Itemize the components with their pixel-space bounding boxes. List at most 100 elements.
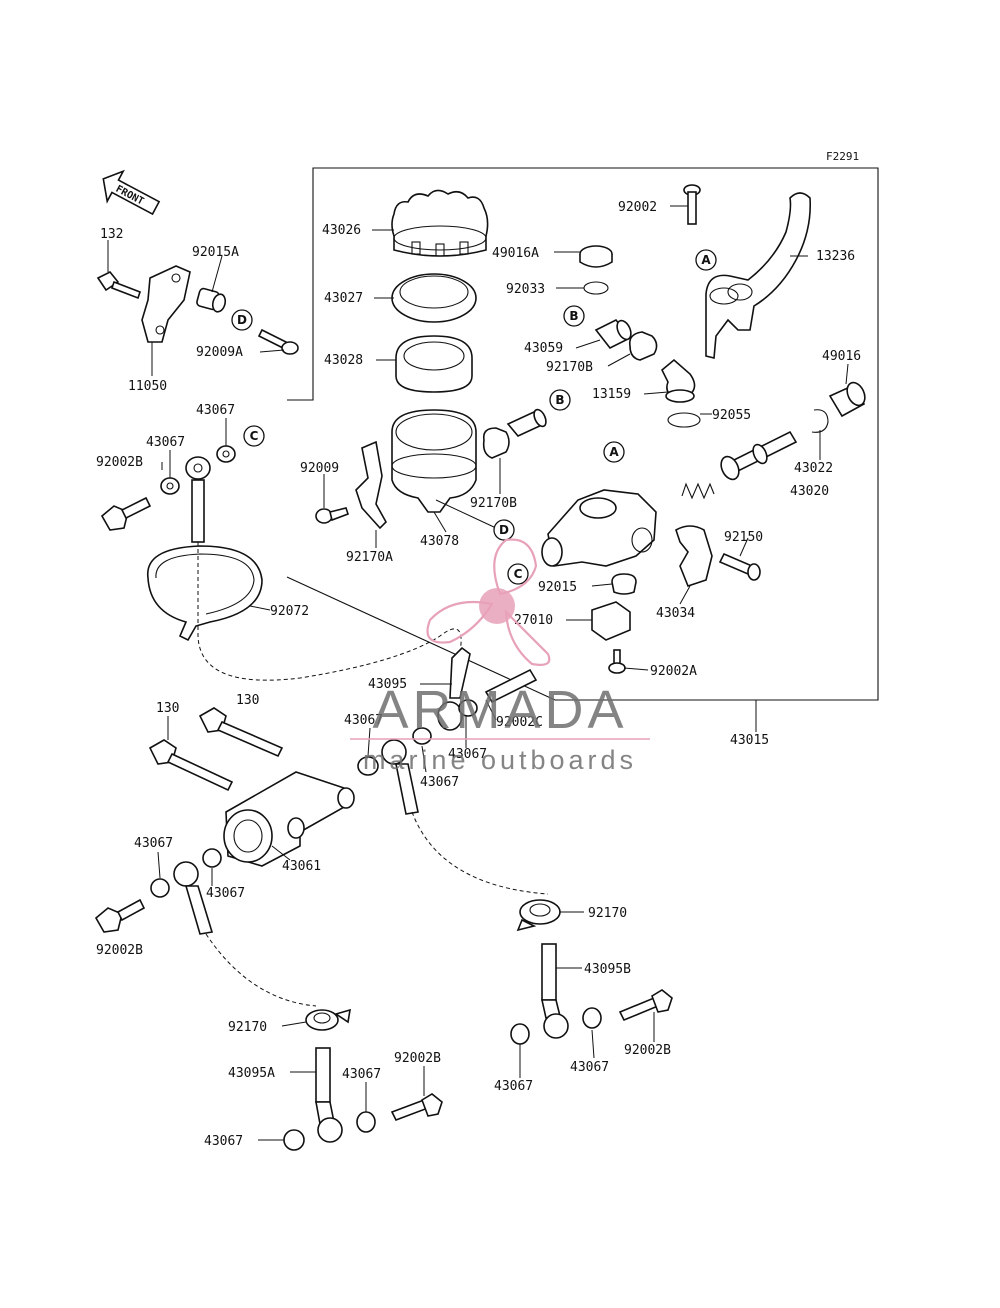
part-label: 92015A <box>192 245 239 260</box>
part-label: 43034 <box>656 606 695 621</box>
bolt-92002c <box>484 668 538 704</box>
hose-fitting-43095a <box>315 1047 343 1143</box>
reservoir-43078 <box>391 409 477 513</box>
part-label: 43067 <box>420 775 459 790</box>
bolt-130-b <box>148 739 234 792</box>
clip-92170b-upper <box>628 331 658 361</box>
svg-text:C: C <box>514 567 523 581</box>
part-label: 43022 <box>794 461 833 476</box>
part-label: 130 <box>156 701 179 716</box>
svg-text:B: B <box>569 309 578 323</box>
part-label: 43067 <box>570 1060 609 1075</box>
part-label: 49016A <box>492 246 539 261</box>
boot-49016a <box>579 245 613 268</box>
bolt-92150 <box>718 552 761 581</box>
part-label: 43020 <box>790 484 829 499</box>
banjo-bolt-92002b-left <box>94 898 146 933</box>
banjo-bolt-92002b-upper <box>100 496 152 531</box>
hose-clamp-92170-right <box>516 899 561 932</box>
part-label: 92170B <box>546 360 593 375</box>
part-label: 92002B <box>394 1051 441 1066</box>
screw-92002a <box>608 649 626 674</box>
brake-hose-right <box>411 811 549 895</box>
washer-43067-i <box>283 1129 305 1151</box>
diaphragm-43028 <box>395 335 473 393</box>
part-label: 92002 <box>618 200 657 215</box>
callout-b-lower: B <box>549 389 571 411</box>
svg-text:C: C <box>250 429 259 443</box>
hose-fitting-43095 <box>437 646 471 731</box>
part-label: 43067 <box>494 1079 533 1094</box>
pivot-bolt-92002 <box>683 184 701 225</box>
hose-43059-lower <box>506 408 547 437</box>
svg-text:D: D <box>499 523 509 537</box>
part-label: 92002B <box>96 455 143 470</box>
washer-43067-g <box>202 848 222 868</box>
callout-b-upper: B <box>563 305 585 327</box>
banjo-fitting-upper <box>185 456 211 543</box>
part-label: 43067 <box>134 836 173 851</box>
part-label: 43095A <box>228 1066 275 1081</box>
callout-a-lever: A <box>695 249 717 271</box>
part-label: 92170 <box>588 906 627 921</box>
figure-code: F2291 <box>826 150 859 163</box>
washer-43067-h <box>356 1111 376 1133</box>
callout-d-bracket: D <box>231 309 253 331</box>
part-label: 43067 <box>342 1067 381 1082</box>
piston-assembly-43020 <box>720 430 798 481</box>
bolt-130-a <box>198 707 284 758</box>
part-label: 43015 <box>730 733 769 748</box>
part-label: 43067 <box>196 403 235 418</box>
part-label: 92015 <box>538 580 577 595</box>
screw-92009a <box>257 328 299 355</box>
lever-13236 <box>705 192 812 360</box>
part-label: 43026 <box>322 223 361 238</box>
part-label: 11050 <box>128 379 167 394</box>
watermark-brand: ARMADA <box>372 680 627 740</box>
callout-d-reservoir: D <box>493 519 515 541</box>
circlip-43022 <box>811 409 829 433</box>
part-label: 43027 <box>324 291 363 306</box>
brake-hose-upper <box>197 542 462 681</box>
washer-43067-d <box>412 727 432 745</box>
hose-clamp-92072 <box>147 545 263 642</box>
part-label: 43067 <box>448 747 487 762</box>
snap-ring-92033 <box>583 281 609 295</box>
clamp-43034 <box>675 525 713 587</box>
part-label: 92002C <box>496 715 543 730</box>
part-label: 92002B <box>624 1043 671 1058</box>
part-label: 92170 <box>228 1020 267 1035</box>
part-label: 92072 <box>270 604 309 619</box>
cap-92015 <box>611 573 637 595</box>
part-labels: 132 92015A 92009A 11050 43026 43027 4302… <box>96 200 861 1149</box>
elbow-fitting-13159 <box>661 358 696 403</box>
washer-43067-b <box>216 445 236 463</box>
propeller-logo-icon <box>426 538 551 666</box>
clip-92170b-lower <box>482 427 510 459</box>
part-label: 92002B <box>96 943 143 958</box>
washer-43067-k <box>582 1007 602 1029</box>
banjo-bolt-92002b-bottom <box>390 1093 443 1122</box>
part-label: 43067 <box>146 435 185 450</box>
part-label: 43078 <box>420 534 459 549</box>
part-label: 27010 <box>514 613 553 628</box>
part-label: 49016 <box>822 349 861 364</box>
part-label: 92009A <box>196 345 243 360</box>
spring <box>681 482 715 500</box>
part-label: 92150 <box>724 530 763 545</box>
part-label: 130 <box>236 693 259 708</box>
part-label: 43067 <box>206 886 245 901</box>
part-label: 43067 <box>204 1134 243 1149</box>
leader-lines <box>107 205 849 1141</box>
banjo-fitting-center <box>381 739 419 815</box>
joint-block-43061 <box>223 771 355 867</box>
hose-clamp-92170-left <box>305 1008 351 1031</box>
washer-43067-c <box>458 699 478 717</box>
o-ring-92055 <box>667 412 701 428</box>
part-label: 92170B <box>470 496 517 511</box>
assembly-frame <box>287 167 879 701</box>
part-label: 92002A <box>650 664 697 679</box>
svg-text:B: B <box>555 393 564 407</box>
banjo-bolt-92002b-right <box>618 989 673 1022</box>
